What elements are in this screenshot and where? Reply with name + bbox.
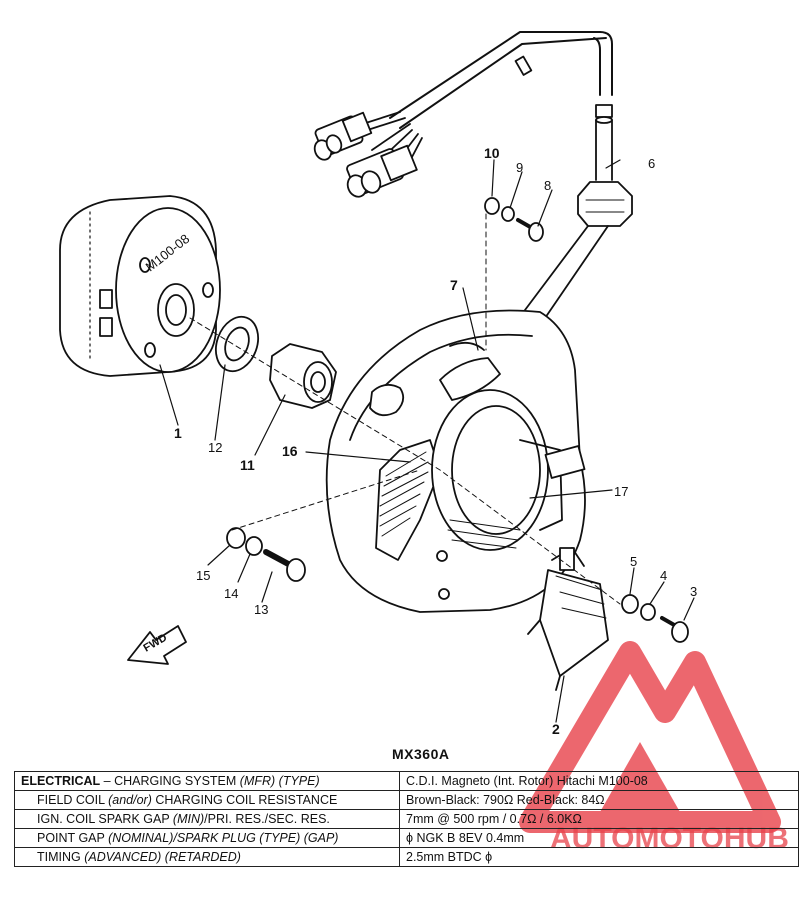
screw-set-left [226, 527, 306, 582]
spec-label-part: POINT GAP [37, 831, 109, 845]
callout-1: 1 [174, 425, 182, 441]
screw-set-right [621, 594, 689, 643]
callout-15: 15 [196, 568, 210, 583]
callout-2: 2 [552, 721, 560, 737]
table-row: POINT GAP (NOMINAL)/SPARK PLUG (TYPE) (G… [14, 828, 799, 848]
table-row: ELECTRICAL – CHARGING SYSTEM (MFR) (TYPE… [14, 771, 799, 791]
callout-10: 10 [484, 145, 500, 161]
flywheel-rotor [59, 195, 221, 377]
callout-17: 17 [614, 484, 628, 499]
spec-value: 2.5mm BTDC ϕ [399, 847, 799, 867]
spec-label-part: IGN. COIL SPARK GAP [37, 812, 173, 826]
coupler-upper [313, 111, 373, 161]
wire-harness [313, 31, 613, 198]
spec-label: TIMING (ADVANCED) (RETARDED) [14, 847, 400, 867]
spec-label-part: /PRI. RES./SEC. RES. [204, 812, 330, 826]
spec-label-part: TIMING [37, 850, 85, 864]
spec-label-part: (MIN) [172, 812, 205, 826]
spec-label-part: FIELD COIL [37, 793, 109, 807]
callout-5: 5 [630, 554, 637, 569]
spec-label-part: (and/or) [108, 793, 152, 807]
spec-label-part: CHARGING COIL RESISTANCE [151, 793, 338, 807]
callout-3: 3 [690, 584, 697, 599]
spec-label-part: (MFR) (TYPE) [239, 774, 320, 788]
callout-7: 7 [450, 277, 458, 293]
spec-label: POINT GAP (NOMINAL)/SPARK PLUG (TYPE) (G… [14, 828, 400, 848]
exploded-parts-diagram: M100-08 FWD 1 2 3 4 5 6 7 8 9 10 11 12 1… [59, 31, 697, 737]
spec-label: FIELD COIL (and/or) CHARGING COIL RESIST… [14, 790, 400, 810]
callout-11: 11 [240, 457, 255, 473]
nut-11 [269, 343, 337, 409]
spec-label-part: ELECTRICAL [21, 774, 101, 788]
washer-12 [215, 315, 259, 373]
spec-label-part: (ADVANCED) (RETARDED) [84, 850, 241, 864]
table-row: FIELD COIL (and/or) CHARGING COIL RESIST… [14, 790, 799, 810]
coupler-lower [346, 144, 418, 198]
model-title: MX360A [392, 746, 450, 762]
callout-16: 16 [282, 443, 298, 459]
spec-value: Brown-Black: 790Ω Red-Black: 84Ω [399, 790, 799, 810]
spec-table: ELECTRICAL – CHARGING SYSTEM (MFR) (TYPE… [14, 771, 799, 867]
cable-grommet [509, 104, 633, 341]
callout-9: 9 [516, 160, 523, 175]
spec-value: C.D.I. Magneto (Int. Rotor) Hitachi M100… [399, 771, 799, 791]
callout-14: 14 [224, 586, 238, 601]
callout-12: 12 [208, 440, 222, 455]
spec-label-part: (NOMINAL) [108, 831, 174, 845]
screw-set-top [484, 197, 544, 242]
callout-13: 13 [254, 602, 268, 617]
callout-4: 4 [660, 568, 667, 583]
callout-8: 8 [544, 178, 551, 193]
spec-label-part: – CHARGING SYSTEM [100, 774, 240, 788]
callout-6: 6 [648, 156, 655, 171]
spec-label: IGN. COIL SPARK GAP (MIN)/PRI. RES./SEC.… [14, 809, 400, 829]
table-row: IGN. COIL SPARK GAP (MIN)/PRI. RES./SEC.… [14, 809, 799, 829]
spec-value: ϕ NGK B 8EV 0.4mm [399, 828, 799, 848]
spec-label-part: /SPARK PLUG (TYPE) (GAP) [173, 831, 339, 845]
fwd-arrow [127, 625, 187, 665]
spec-label: ELECTRICAL – CHARGING SYSTEM (MFR) (TYPE… [14, 771, 400, 791]
table-row: TIMING (ADVANCED) (RETARDED) 2.5mm BTDC … [14, 847, 799, 867]
stator-assembly [325, 309, 586, 613]
spec-value: 7mm @ 500 rpm / 0.7Ω / 6.0KΩ [399, 809, 799, 829]
